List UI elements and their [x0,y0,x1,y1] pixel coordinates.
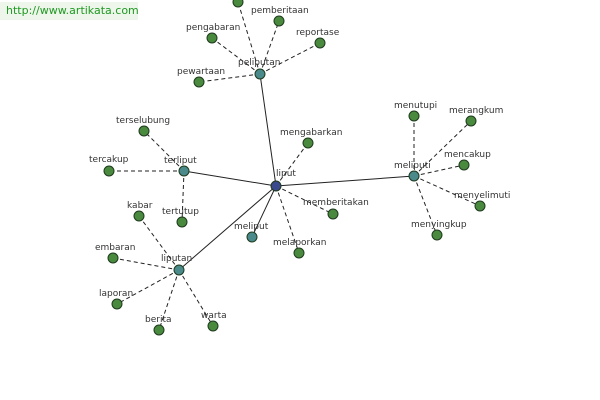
node-label-merangkum[interactable]: merangkum [449,106,503,116]
node-mengabarkan[interactable] [302,137,314,149]
node-laporan[interactable] [111,298,123,310]
node-tertutup[interactable] [176,216,188,228]
node-label-melaporkan[interactable]: melaporkan [273,238,327,248]
node-label-memberitakan[interactable]: memberitakan [303,198,369,208]
node-peliputan[interactable] [254,68,266,80]
node-label-kabar[interactable]: kabar [127,201,153,211]
node-embaran[interactable] [107,252,119,264]
node-label-menyelimuti[interactable]: menyelimuti [454,191,510,201]
node-label-terliput[interactable]: terliput [164,156,197,166]
edge-peliputan-pengabaran [211,37,261,75]
node-pewartaan[interactable] [193,76,205,88]
node-label-berita[interactable]: berita [145,315,172,325]
edge-peliputan-pemberitaan [259,20,280,75]
edge-liput-memberitakan [275,185,334,215]
node-menyelimuti[interactable] [474,200,486,212]
node-label-pewartaan[interactable]: pewartaan [177,67,225,77]
edge-liput-liputan [178,185,277,271]
node-memberitakan[interactable] [327,208,339,220]
edge-meliputi-menyelimuti [413,175,481,207]
node-label-laporan[interactable]: laporan [99,289,133,299]
node-kabar[interactable] [133,210,145,222]
edge-peliputan-reportase [259,42,321,75]
node-label-pemberitaan[interactable]: pemberitaan [251,6,309,16]
edge-liputan-berita [158,269,180,331]
node-menyingkup[interactable] [431,229,443,241]
node-menutupi[interactable] [408,110,420,122]
edge-liputan-warta [178,269,214,327]
node-terselubung[interactable] [138,125,150,137]
node-melaporkan[interactable] [293,247,305,259]
edge-liput-melaporkan [275,185,300,254]
node-label-mencakup[interactable]: mencakup [444,150,491,160]
node-merangkum[interactable] [465,115,477,127]
node-meliputi[interactable] [408,170,420,182]
node-label-tertutup[interactable]: tertutup [162,207,199,217]
node-liput[interactable] [270,180,282,192]
edge-layer [109,1,481,331]
edge-liput-terliput [183,170,277,187]
node-label-peliputan[interactable]: peliputan [238,58,280,68]
node-label-mengabarkan[interactable]: mengabarkan [280,128,342,138]
edge-peliputan-pewartaan [198,73,261,83]
node-label-reportase[interactable]: reportase [296,28,340,38]
node-label-tercakup[interactable]: tercakup [89,155,129,165]
node-pemberitaan[interactable] [273,15,285,27]
edge-meliputi-mencakup [413,164,465,177]
edge-liputan-laporan [116,269,180,305]
edge-liput-meliput [251,185,277,238]
edge-terliput-tertutup [181,170,185,223]
node-label-terselubung[interactable]: terselubung [116,116,170,126]
node-label-meliput[interactable]: meliput [234,222,269,232]
watermark-url: http://www.artikata.com [0,2,139,20]
edge-peliputan-top-leaf [237,1,261,75]
node-top-leaf[interactable] [232,0,244,8]
node-meliput[interactable] [246,231,258,243]
node-label-menutupi[interactable]: menutupi [394,101,437,111]
node-layer [103,0,486,336]
label-layer: liput peliputan terliput meliputi liputan mel… [89,6,510,325]
node-reportase[interactable] [314,37,326,49]
node-pengabaran[interactable] [206,32,218,44]
node-berita[interactable] [153,324,165,336]
node-liputan[interactable] [173,264,185,276]
edge-terliput-terselubung [143,130,185,172]
node-label-menyingkup[interactable]: menyingkup [411,220,467,230]
node-tercakup[interactable] [103,165,115,177]
edge-meliputi-merangkum [413,120,472,177]
node-warta[interactable] [207,320,219,332]
edge-liput-meliputi [275,175,415,187]
node-label-pengabaran[interactable]: pengabaran [186,23,240,33]
edge-liput-peliputan [259,73,277,187]
node-label-warta[interactable]: warta [201,311,227,321]
node-label-meliputi[interactable]: meliputi [394,161,431,171]
node-label-liput[interactable]: liput [276,169,296,179]
edge-meliputi-menyingkup [413,175,438,236]
edge-liputan-kabar [138,215,180,271]
edge-liput-mengabarkan [275,142,309,187]
node-terliput[interactable] [178,165,190,177]
node-label-embaran[interactable]: embaran [95,243,135,253]
node-mencakup[interactable] [458,159,470,171]
node-label-liputan[interactable]: liputan [161,254,192,264]
